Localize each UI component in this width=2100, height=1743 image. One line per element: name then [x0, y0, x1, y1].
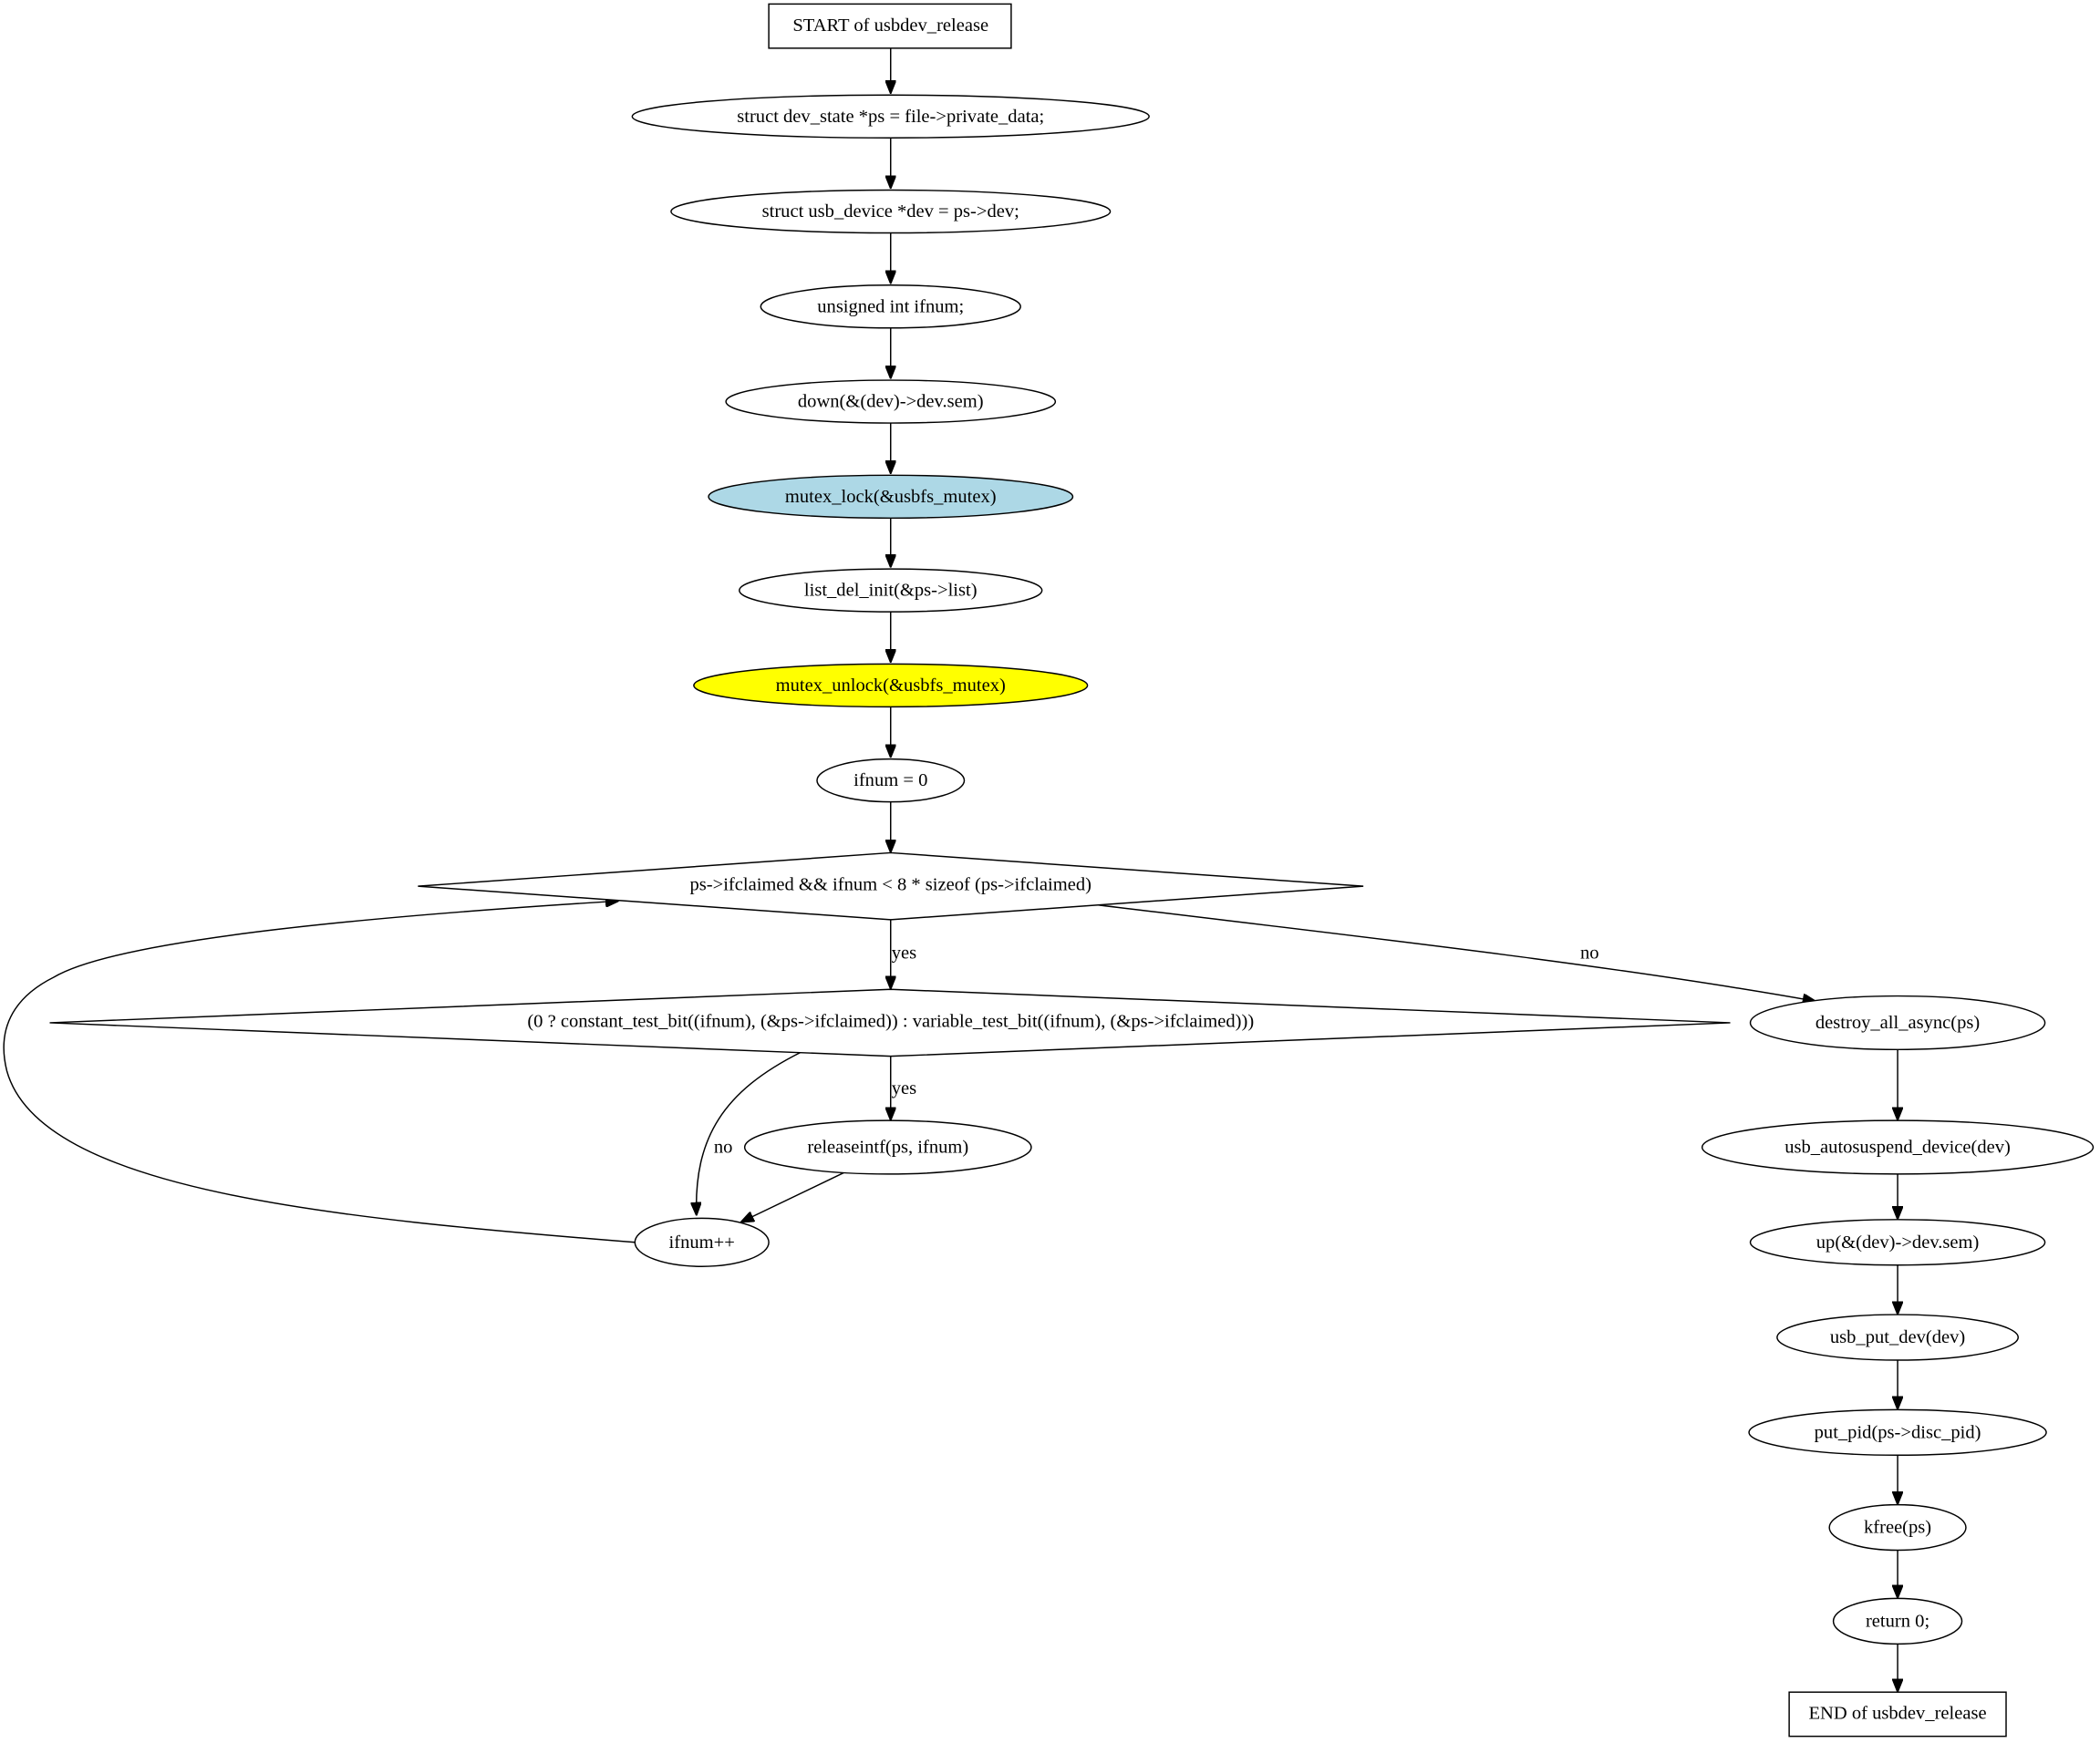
node-label: (0 ? constant_test_bit((ifnum), (&ps->if…	[527, 1011, 1254, 1031]
node-label: put_pid(ps->disc_pid)	[1815, 1422, 1981, 1442]
node-dev-decl: struct usb_device *dev = ps->dev;	[670, 189, 1112, 234]
node-ifnum-init: ifnum = 0	[816, 758, 966, 803]
node-usb-autosuspend: usb_autosuspend_device(dev)	[1701, 1119, 2095, 1175]
node-label: ps->ifclaimed && ifnum < 8 * sizeof (ps-…	[690, 875, 1091, 895]
node-mutex-lock: mutex_lock(&usbfs_mutex)	[708, 474, 1074, 520]
node-ps-decl: struct dev_state *ps = file->private_dat…	[631, 94, 1150, 139]
node-label: up(&(dev)->dev.sem)	[1816, 1232, 1980, 1253]
node-end: END of usbdev_release	[1788, 1691, 2007, 1738]
edge-label-no: no	[1580, 944, 1599, 964]
node-mutex-unlock: mutex_unlock(&usbfs_mutex)	[693, 663, 1089, 708]
node-label: struct dev_state *ps = file->private_dat…	[737, 107, 1044, 127]
node-label: struct usb_device *dev = ps->dev;	[762, 201, 1019, 222]
node-put-pid: put_pid(ps->disc_pid)	[1748, 1408, 2047, 1457]
edge-no-2	[697, 1051, 802, 1215]
node-label: usb_put_dev(dev)	[1830, 1327, 1965, 1347]
decision-loop-condition: ps->ifclaimed && ifnum < 8 * sizeof (ps-…	[418, 851, 1364, 921]
node-label: ifnum = 0	[853, 770, 927, 790]
node-ifnum-increment: ifnum++	[634, 1217, 770, 1267]
node-label: mutex_unlock(&usbfs_mutex)	[776, 676, 1006, 696]
node-start: START of usbdev_release	[768, 3, 1012, 49]
node-list-del-init: list_del_init(&ps->list)	[739, 568, 1043, 613]
node-ifnum-decl: unsigned int ifnum;	[760, 284, 1021, 329]
node-label: return 0;	[1866, 1611, 1929, 1631]
node-label: mutex_lock(&usbfs_mutex)	[785, 487, 997, 507]
decision-test-bit: (0 ? constant_test_bit((ifnum), (&ps->if…	[49, 988, 1731, 1057]
node-destroy-all-async: destroy_all_async(ps)	[1749, 995, 2046, 1051]
node-label: END of usbdev_release	[1808, 1704, 1986, 1724]
edge-no-1	[1098, 903, 1816, 1002]
node-label: releaseintf(ps, ifnum)	[807, 1138, 968, 1158]
edge	[740, 1171, 844, 1222]
edge-label-no: no	[714, 1138, 733, 1158]
node-label: kfree(ps)	[1864, 1518, 1931, 1538]
node-label: usb_autosuspend_device(dev)	[1784, 1138, 2011, 1158]
edge-loop	[3, 901, 636, 1243]
node-label: ifnum++	[669, 1232, 735, 1253]
node-usb-put-dev: usb_put_dev(dev)	[1776, 1314, 2019, 1361]
node-up: up(&(dev)->dev.sem)	[1749, 1219, 2046, 1266]
node-label: START of usbdev_release	[792, 15, 988, 36]
node-label: down(&(dev)->dev.sem)	[798, 392, 984, 412]
edge-label-yes: yes	[892, 944, 916, 964]
edges: yes no yes no	[3, 47, 1898, 1693]
node-releaseintf: releaseintf(ps, ifnum)	[743, 1119, 1032, 1175]
node-label: destroy_all_async(ps)	[1816, 1013, 1980, 1033]
node-return: return 0;	[1832, 1597, 1963, 1645]
node-down: down(&(dev)->dev.sem)	[725, 379, 1057, 424]
node-label: unsigned int ifnum;	[817, 296, 964, 316]
node-kfree: kfree(ps)	[1828, 1503, 1967, 1552]
edge-label-yes: yes	[892, 1078, 916, 1098]
node-label: list_del_init(&ps->list)	[804, 581, 978, 601]
